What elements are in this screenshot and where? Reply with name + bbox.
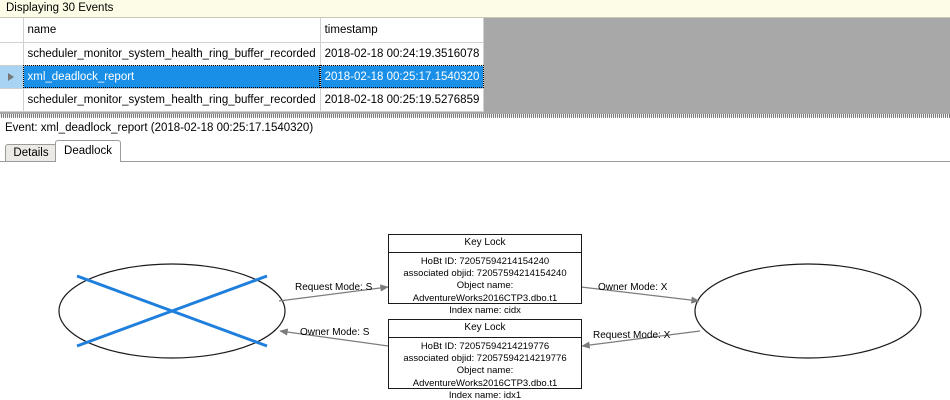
resource-bottom-line-2: Object name: AdventureWorks2016CTP3.dbo.… xyxy=(412,365,558,389)
tab-details[interactable]: Details xyxy=(5,144,57,162)
edge-victim-request-top xyxy=(278,284,389,302)
column-header-timestamp[interactable]: timestamp xyxy=(320,18,485,43)
cell-name[interactable]: xml_deadlock_report xyxy=(23,65,321,89)
cell-name[interactable]: scheduler_monitor_system_health_ring_buf… xyxy=(23,42,321,66)
edge-bottom-owner-victim xyxy=(279,328,389,347)
cell-timestamp[interactable]: 2018-02-18 00:25:19.5276859 xyxy=(320,88,485,112)
resource-top-line-2: Object name: AdventureWorks2016CTP3.dbo.… xyxy=(412,280,558,304)
resource-bottom-title: Key Lock xyxy=(389,320,581,338)
resource-top-line-0: HoBt ID: 72057594214154240 xyxy=(420,256,550,267)
cell-name[interactable]: scheduler_monitor_system_health_ring_buf… xyxy=(23,88,321,112)
row-selector-cell[interactable] xyxy=(0,42,24,66)
row-selector-cell[interactable] xyxy=(0,88,24,112)
winner-process-ellipse xyxy=(694,263,922,359)
event-detail-header: Event: xml_deadlock_report (2018-02-18 0… xyxy=(0,119,950,137)
edge-top-owner-winner xyxy=(580,286,700,304)
deadlock-graph-canvas[interactable]: Server process Id: 86 Server batch Id: 0… xyxy=(0,161,950,400)
victim-process-ellipse xyxy=(58,263,286,359)
column-header-name[interactable]: name xyxy=(23,18,321,43)
resource-top-line-3: Index name: cidx xyxy=(449,304,521,316)
detail-tabstrip: Details Deadlock xyxy=(0,140,950,162)
column-header-selector[interactable] xyxy=(0,18,24,43)
resource-top-title: Key Lock xyxy=(389,235,581,253)
table-row[interactable]: scheduler_monitor_system_health_ring_buf… xyxy=(0,88,485,112)
edge-label-victim-request-top: Request Mode: S xyxy=(295,282,373,293)
table-row[interactable]: scheduler_monitor_system_health_ring_buf… xyxy=(0,42,485,66)
edge-label-winner-request-bottom: Request Mode: X xyxy=(593,330,671,341)
table-row[interactable]: xml_deadlock_report 2018-02-18 00:25:17.… xyxy=(0,65,485,89)
row-selector-cell[interactable] xyxy=(0,65,24,89)
grid-header-row: name timestamp xyxy=(0,18,485,43)
edge-label-top-owner-winner: Owner Mode: X xyxy=(598,282,668,293)
resource-bottom-body: HoBt ID: 72057594214219776 associated ob… xyxy=(389,338,581,400)
victim-cross-line-2 xyxy=(76,274,268,348)
resource-bottom-line-3: Index name: idx1 xyxy=(448,389,522,400)
resource-node-top[interactable]: Key Lock HoBt ID: 72057594214154240 asso… xyxy=(388,234,582,316)
resource-bottom-line-1: associated objid: 72057594214219776 xyxy=(403,353,567,365)
events-grid-container[interactable]: name timestamp scheduler_monitor_system_… xyxy=(0,18,950,117)
resource-bottom-line-0: HoBt ID: 72057594214219776 xyxy=(420,341,550,352)
tab-deadlock[interactable]: Deadlock xyxy=(55,140,121,162)
resource-node-bottom[interactable]: Key Lock HoBt ID: 72057594214219776 asso… xyxy=(388,319,582,400)
resource-top-line-1: associated objid: 72057594214154240 xyxy=(403,268,567,280)
edge-winner-request-bottom xyxy=(581,330,701,349)
cell-timestamp[interactable]: 2018-02-18 00:24:19.3516078 xyxy=(320,42,485,66)
cell-timestamp[interactable]: 2018-02-18 00:25:17.1540320 xyxy=(320,65,485,89)
current-row-arrow-icon xyxy=(8,72,15,81)
edge-label-bottom-owner-victim: Owner Mode: S xyxy=(300,327,370,338)
horizontal-splitter[interactable] xyxy=(0,114,950,118)
events-grid[interactable]: name timestamp scheduler_monitor_system_… xyxy=(0,18,485,112)
resource-top-body: HoBt ID: 72057594214154240 associated ob… xyxy=(389,253,581,317)
deadlock-graph-svg xyxy=(58,263,922,359)
status-strip: Displaying 30 Events xyxy=(0,0,950,18)
